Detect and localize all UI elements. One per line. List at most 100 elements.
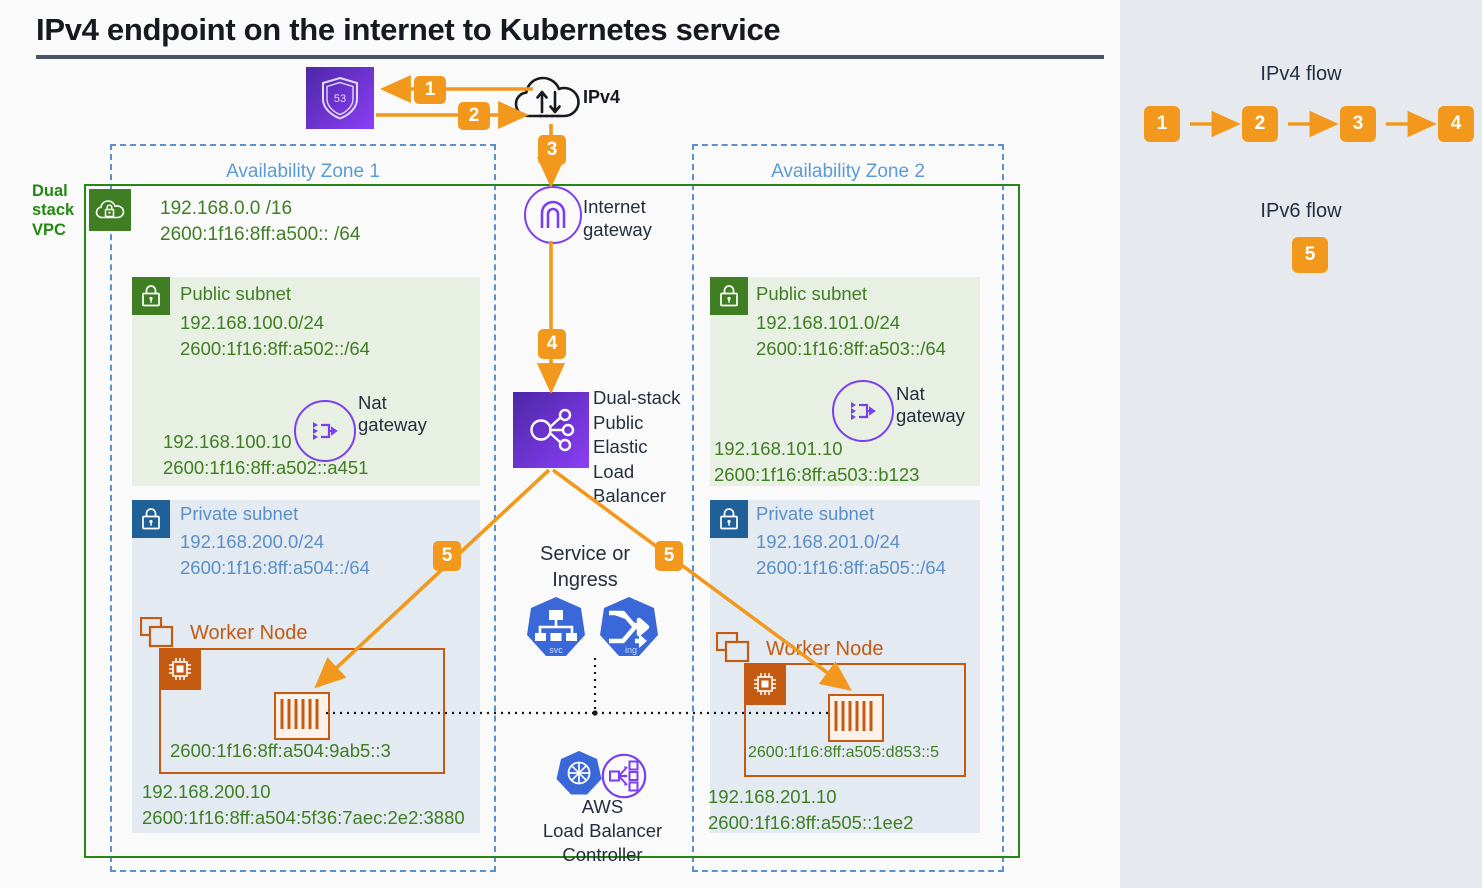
legend-ipv6-title: IPv6 flow — [1260, 200, 1342, 222]
legend-ipv4-title: IPv4 flow — [1260, 63, 1342, 85]
pod-icon-az2 — [828, 694, 884, 742]
private-subnet-lock-icon-az2 — [710, 500, 748, 538]
vpc-label: Dual stack VPC — [32, 182, 88, 240]
legend-ipv4-step-2: 2 — [1242, 106, 1278, 142]
private-subnet-lock-icon-az1 — [132, 500, 170, 538]
worker-node-ipv6-az1: 2600:1f16:8ff:a504:5f36:7aec:2e2:3880 — [142, 806, 465, 828]
elb-label-line-4: Balancer — [593, 485, 667, 507]
vpc-cidr-block: 192.168.0.0 /16 2600:1f16:8ff:a500:: /64 — [160, 196, 360, 247]
worker-node-box-az2 — [744, 663, 966, 777]
nat-gateway-label-az1: Nat gateway — [358, 392, 427, 436]
igw-label-line2: gateway — [583, 219, 652, 241]
vpc-icon — [89, 189, 131, 231]
legend-ipv6-step-5: 5 — [1292, 237, 1328, 273]
worker-node-label-az2: Worker Node — [766, 638, 884, 660]
pod-icon-az1 — [274, 692, 330, 740]
private-subnet-cidr-ipv4-az1: 192.168.200.0/24 — [180, 531, 325, 552]
aws-controller-icon — [601, 753, 647, 799]
worker-node-addresses-az2: 192.168.201.10 2600:1f16:8ff:a505::1ee2 — [708, 784, 913, 835]
nat-label-line1-az2: Nat — [896, 383, 925, 404]
worker-node-box-az1 — [159, 648, 445, 774]
service-title-line1: Service or — [539, 543, 631, 565]
public-subnet-cidr-az1: 192.168.100.0/24 2600:1f16:8ff:a502::/64 — [180, 310, 370, 361]
nat-ipv6-az2: 2600:1f16:8ff:a503::b123 — [714, 463, 920, 485]
internet-gateway-icon — [524, 186, 582, 244]
nat-label-line1-az1: Nat — [358, 392, 387, 413]
nat-label-line2-az2: gateway — [896, 405, 965, 427]
legend-ipv4-step-1: 1 — [1144, 106, 1180, 142]
private-subnet-cidr-az2: 192.168.201.0/24 2600:1f16:8ff:a505::/64 — [756, 529, 946, 580]
step-badge-5-right: 5 — [655, 541, 683, 571]
legend-panel — [1120, 0, 1482, 888]
public-subnet-lock-icon-az1 — [132, 277, 170, 315]
route-53-icon: 53 — [306, 67, 374, 129]
availability-zone-2-label: Availability Zone 2 — [771, 161, 925, 182]
private-subnet-title-az1: Private subnet — [180, 503, 299, 524]
svc-badge-text: svc — [549, 645, 563, 655]
worker-node-chip-icon-az1 — [159, 648, 201, 690]
worker-node-stack-icon-az2 — [715, 631, 754, 666]
private-subnet-cidr-ipv6-az2: 2600:1f16:8ff:a505::/64 — [756, 556, 946, 578]
title-divider — [36, 55, 1104, 59]
albc-title-line2: Load Balancer — [542, 820, 663, 842]
nat-gateway-addresses-az2: 192.168.101.10 2600:1f16:8ff:a503::b123 — [714, 436, 919, 487]
private-subnet-cidr-ipv4-az2: 192.168.201.0/24 — [756, 531, 901, 552]
public-subnet-cidr-ipv6-az2: 2600:1f16:8ff:a503::/64 — [756, 337, 946, 359]
igw-label-line1: Internet — [583, 196, 646, 217]
nat-label-line2-az1: gateway — [358, 414, 427, 436]
internet-cloud-icon — [514, 72, 586, 124]
step-badge-3: 3 — [538, 135, 566, 165]
public-subnet-cidr-ipv4-az1: 192.168.100.0/24 — [180, 312, 325, 333]
public-subnet-cidr-ipv6-az1: 2600:1f16:8ff:a502::/64 — [180, 337, 370, 359]
nat-gateway-addresses-az1: 192.168.100.10 2600:1f16:8ff:a502::a451 — [163, 429, 368, 480]
nat-gateway-icon-az2 — [832, 380, 894, 442]
elb-label-line-3: Load — [593, 460, 635, 482]
albc-title-line1: AWS — [581, 796, 624, 817]
worker-node-stack-icon-az1 — [139, 616, 178, 651]
service-or-ingress-title: Service or Ingress — [493, 542, 677, 593]
ing-badge-text: ing — [625, 645, 637, 655]
public-subnet-az2 — [710, 277, 980, 486]
nat-ipv4-az2: 192.168.101.10 — [714, 438, 843, 459]
legend-ipv4-step-4: 4 — [1438, 106, 1474, 142]
worker-node-ipv6-az2: 2600:1f16:8ff:a505::1ee2 — [708, 811, 914, 833]
elastic-load-balancer-label: Dual-stack Public Elastic Load Balancer — [593, 386, 680, 509]
public-subnet-title-az1: Public subnet — [180, 283, 292, 304]
page-title: IPv4 endpoint on the internet to Kuberne… — [36, 12, 781, 47]
vpc-cidr-ipv6: 2600:1f16:8ff:a500:: /64 — [160, 223, 361, 245]
public-subnet-cidr-ipv4-az2: 192.168.101.0/24 — [756, 312, 901, 333]
vpc-label-line1: Dual — [32, 182, 68, 200]
private-subnet-cidr-ipv6-az1: 2600:1f16:8ff:a504::/64 — [180, 556, 370, 578]
availability-zone-1-label: Availability Zone 1 — [226, 161, 380, 182]
nat-ipv4-az1: 192.168.100.10 — [163, 431, 292, 452]
nat-ipv6-az1: 2600:1f16:8ff:a502::a451 — [163, 456, 369, 478]
private-subnet-cidr-az1: 192.168.200.0/24 2600:1f16:8ff:a504::/64 — [180, 529, 370, 580]
pod-ipv6-az1: 2600:1f16:8ff:a504:9ab5::3 — [170, 740, 391, 761]
elb-label-line-0: Dual-stack — [593, 387, 681, 408]
step-badge-1: 1 — [414, 76, 446, 104]
public-subnet-cidr-az2: 192.168.101.0/24 2600:1f16:8ff:a503::/64 — [756, 310, 946, 361]
kubernetes-service-icon: svc — [524, 596, 588, 658]
service-title-line2: Ingress — [552, 568, 618, 591]
public-subnet-title-az2: Public subnet — [756, 283, 868, 304]
vpc-label-line3: VPC — [32, 220, 66, 239]
kubernetes-ingress-icon: ing — [597, 596, 661, 658]
albc-title-line3: Controller — [562, 844, 643, 866]
kubernetes-logo-icon — [556, 750, 602, 796]
worker-node-chip-icon-az2 — [744, 663, 786, 705]
vpc-cidr-ipv4: 192.168.0.0 /16 — [160, 198, 293, 219]
aws-load-balancer-controller-title: AWS Load Balancer Controller — [505, 795, 700, 867]
legend-ipv4-step-3: 3 — [1340, 106, 1376, 142]
vpc-label-line2: stack — [32, 201, 75, 220]
step-badge-4: 4 — [538, 329, 566, 359]
elb-label-line-1: Public — [593, 411, 644, 433]
ipv4-cloud-label: IPv4 — [583, 87, 621, 107]
nat-gateway-icon-az1 — [294, 400, 356, 462]
worker-node-ipv4-az2: 192.168.201.10 — [708, 786, 837, 807]
internet-gateway-label: Internet gateway — [583, 195, 652, 242]
worker-node-addresses-az1: 192.168.200.10 2600:1f16:8ff:a504:5f36:7… — [142, 779, 465, 830]
step-badge-2: 2 — [458, 102, 490, 130]
worker-node-ipv4-az1: 192.168.200.10 — [142, 781, 271, 802]
private-subnet-title-az2: Private subnet — [756, 503, 875, 524]
